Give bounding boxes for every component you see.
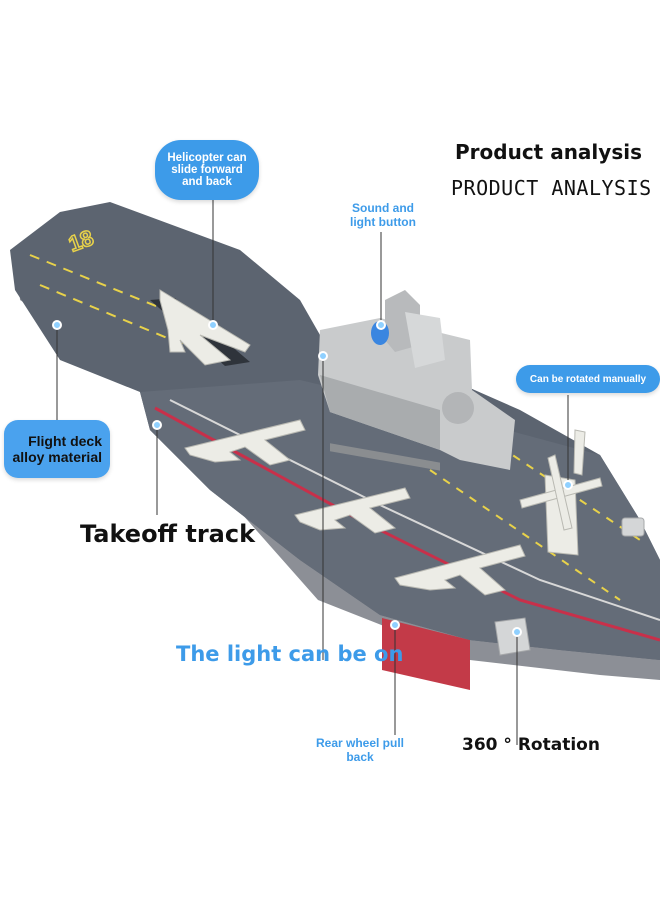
plane-takeoff-3 xyxy=(394,544,526,596)
callout-flight-deck: Flight deck alloy material xyxy=(4,420,110,478)
plane-takeoff-1 xyxy=(184,419,306,466)
helicopter xyxy=(519,429,603,556)
carrier-red-stern xyxy=(382,618,470,690)
rotating-turret xyxy=(494,517,645,656)
callout-sound-light: Sound and light button xyxy=(350,201,416,229)
label-takeoff-track: Takeoff track xyxy=(80,520,256,548)
plane-takeoff-2 xyxy=(294,487,411,534)
page-subtitle: PRODUCT ANALYSIS xyxy=(451,176,652,200)
takeoff-track-red-line xyxy=(154,406,660,642)
callout-rear-wheel: Rear wheel pull back xyxy=(315,736,405,764)
callout-helicopter: Helicopter can slide forward and back xyxy=(155,140,259,200)
page-title: Product analysis xyxy=(455,140,642,164)
plane-on-bow xyxy=(159,289,251,366)
label-360-rotation: 360 ° Rotation xyxy=(462,735,600,755)
callout-rotated-manually: Can be rotated manually xyxy=(516,365,660,393)
callout-dots xyxy=(52,320,573,637)
label-light-on: The light can be on xyxy=(176,642,404,666)
island-superstructure xyxy=(318,290,515,471)
runway-marking-yellow-4 xyxy=(429,469,621,601)
